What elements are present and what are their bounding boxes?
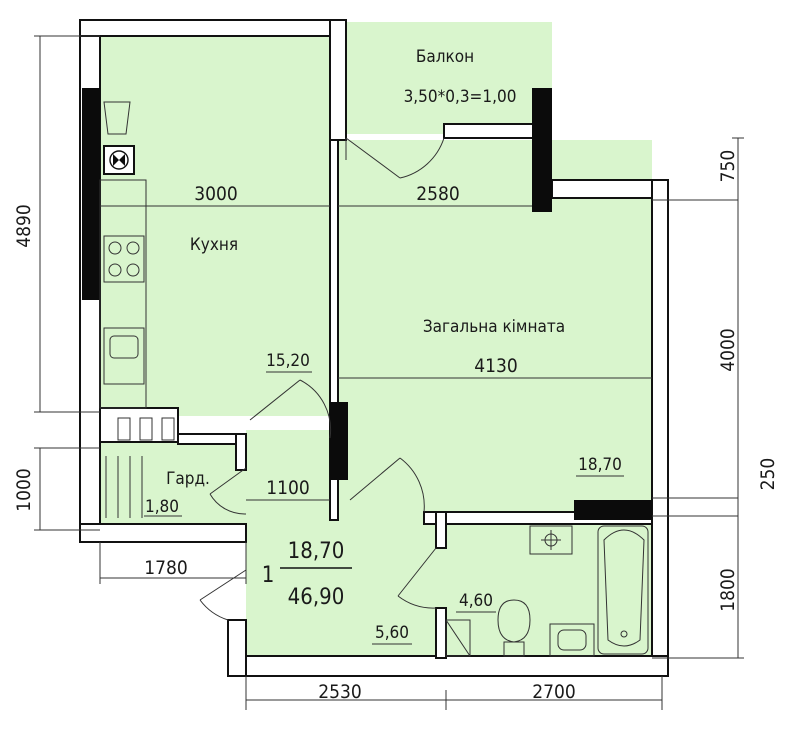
wall-bottom: [227, 655, 669, 677]
dim-corridor-left: 1780: [144, 557, 188, 579]
wardrobe-shelf: [117, 417, 175, 441]
dim-left-lower: 1000: [13, 468, 35, 512]
dim-right-top: 750: [717, 150, 739, 183]
dim-bottom-right: 2700: [532, 681, 576, 703]
kitchen-counter: [99, 179, 147, 409]
wall-top-kitchen: [79, 19, 333, 37]
dim-right-small: 250: [757, 458, 779, 491]
dim-right-bottom: 1800: [717, 568, 739, 612]
bath-drain: [620, 630, 628, 638]
boiler-icon: [109, 150, 129, 170]
summary-living-area: 18,70: [288, 539, 345, 564]
dim-left-height: 4890: [13, 204, 35, 248]
bath-drain-box: [529, 525, 573, 555]
door-balcony: [345, 137, 445, 179]
wall-kitchen-living-lower: [329, 139, 339, 521]
doors: [199, 137, 445, 621]
bath-fill: [446, 518, 652, 656]
dim-balcony-width: 2580: [416, 183, 460, 205]
bath-sink-icon: [549, 623, 595, 657]
living-name: Загальна кімната: [423, 317, 565, 337]
dim-bottom-left: 2530: [318, 681, 362, 703]
wardrobe-hangers: [105, 456, 143, 518]
column-balcony: [532, 88, 552, 212]
column-hall: [330, 402, 348, 480]
wardrobe-name: Гард.: [166, 469, 210, 489]
walls: [79, 19, 669, 677]
wall-kitchen-living: [329, 19, 347, 141]
wall-kitchen-wardrobe: [99, 407, 179, 443]
column-left: [82, 88, 100, 300]
wall-bath-left-lower: [435, 607, 447, 659]
door-living: [349, 457, 425, 513]
door-wardrobe: [209, 467, 247, 515]
dim-right-mid: 4000: [717, 328, 739, 372]
wardrobe-fill: [100, 440, 246, 524]
dim-kitchen-width: 3000: [194, 183, 238, 205]
dim-living-width: 4130: [474, 355, 518, 377]
living-area: 18,70: [578, 455, 622, 475]
bathroom-area: 4,60: [459, 591, 493, 611]
kitchen-fill: [100, 36, 332, 416]
door-kitchen: [249, 379, 332, 439]
column-bath: [574, 500, 652, 520]
wall-entry-left: [227, 619, 247, 677]
wall-wardrobe-stub: [235, 433, 247, 471]
stove-icon: [103, 235, 145, 283]
balcony-fill: [346, 22, 552, 134]
kitchen-area: 15,20: [266, 351, 310, 371]
dim-hall-width: 1100: [266, 477, 310, 499]
wall-right-top: [551, 179, 667, 199]
sink-icon: [103, 327, 145, 385]
door-bath: [397, 547, 437, 609]
wall-right: [651, 179, 669, 677]
door-entry: [199, 569, 247, 621]
bath-equipment: [445, 525, 649, 657]
shaft-icon: [445, 619, 471, 657]
fridge-icon: [103, 101, 131, 135]
kitchen-equipment: [99, 101, 175, 518]
wall-balcony-bottom: [443, 123, 541, 139]
wall-wardrobe-bottom: [79, 523, 247, 543]
kitchen-name: Кухня: [190, 235, 238, 255]
rooms-count: 1: [262, 563, 275, 588]
toilet-icon: [497, 599, 531, 657]
living-fill-top: [332, 140, 552, 200]
bathtub-icon: [597, 525, 649, 655]
dimension-lines: [34, 35, 744, 710]
hall-area: 5,60: [375, 623, 409, 643]
room-fills: [100, 22, 652, 656]
wardrobe-area: 1,80: [145, 497, 179, 517]
wall-bath-left: [435, 511, 447, 549]
balcony-name: Балкон: [416, 47, 474, 67]
boiler-fan-icon: [113, 154, 125, 166]
summary-total-area: 46,90: [288, 585, 345, 610]
balcony-formula: 3,50*0,3=1,00: [404, 87, 517, 107]
